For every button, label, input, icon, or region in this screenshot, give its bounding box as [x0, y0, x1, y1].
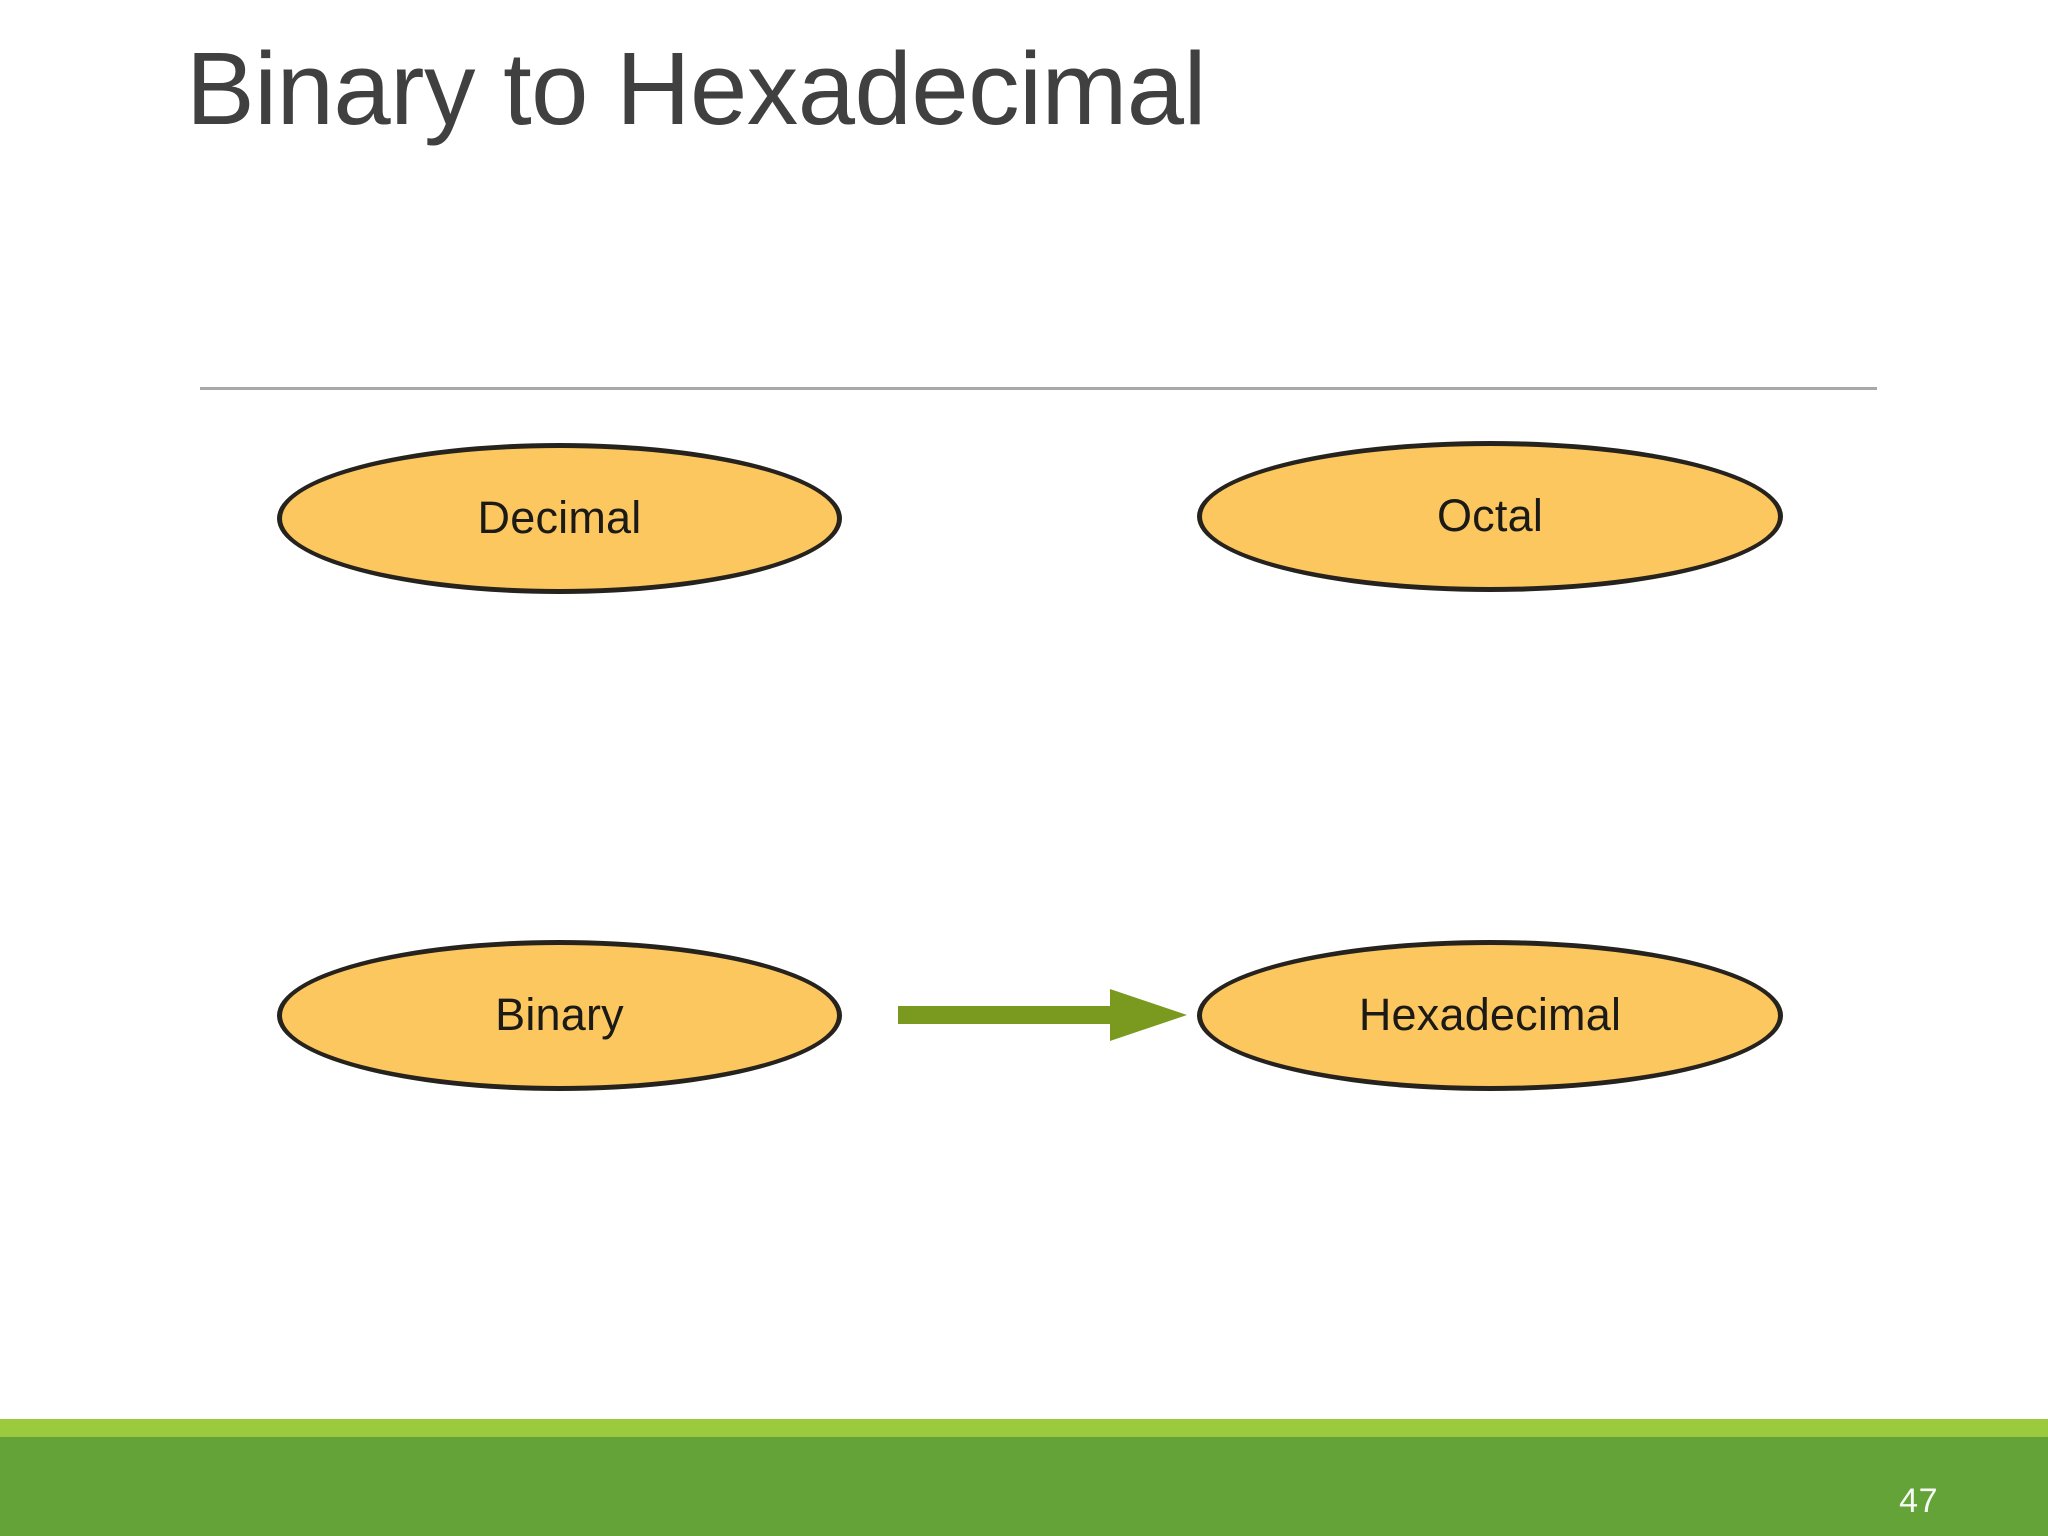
- node-binary[interactable]: Binary: [277, 940, 842, 1091]
- node-decimal-label: Decimal: [477, 491, 642, 543]
- footer-accent-bar: [0, 1419, 2048, 1437]
- node-decimal[interactable]: Decimal: [277, 443, 842, 594]
- node-hexadecimal-label: Hexadecimal: [1358, 988, 1622, 1040]
- arrow-right-icon: [898, 989, 1187, 1041]
- node-octal[interactable]: Octal: [1197, 441, 1783, 592]
- title-divider: [200, 387, 1877, 390]
- page-number: 47: [1899, 1482, 1938, 1520]
- page-title: Binary to Hexadecimal: [186, 31, 1206, 146]
- node-octal-label: Octal: [1436, 489, 1544, 541]
- footer-bar: [0, 1437, 2048, 1536]
- node-hexadecimal[interactable]: Hexadecimal: [1197, 940, 1783, 1091]
- node-binary-label: Binary: [495, 988, 624, 1040]
